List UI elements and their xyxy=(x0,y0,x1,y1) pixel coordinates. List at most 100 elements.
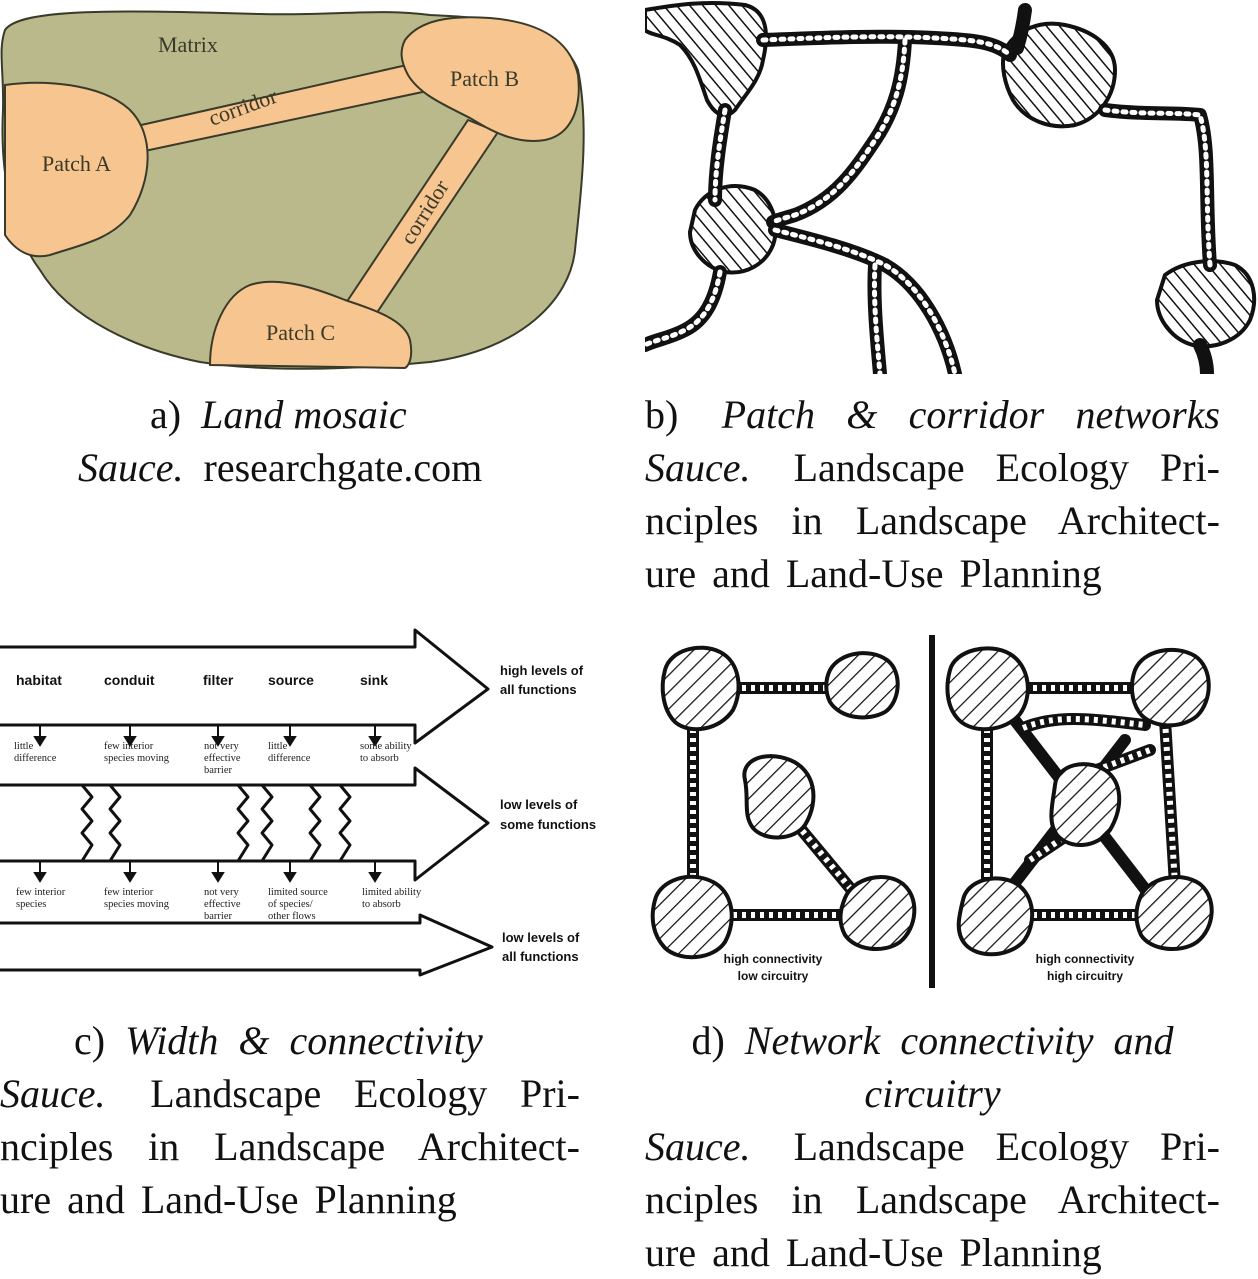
note-top-5b: to absorb xyxy=(360,753,399,764)
caption-d-title-line-2: circuitry xyxy=(864,1071,1001,1116)
caption-b-source-line-1: Sauce. Landscape Ecology Pri- xyxy=(645,441,1220,494)
note-bottom-1b: species xyxy=(16,899,46,910)
down-arrows-bottom xyxy=(33,861,382,883)
right-network-label-2: high circuitry xyxy=(1047,969,1123,983)
note-bottom-3a: not very xyxy=(204,887,239,898)
note-top-5a: some ability xyxy=(360,741,412,752)
function-conduit: conduit xyxy=(104,672,155,688)
row1-label-2: all functions xyxy=(500,682,577,697)
left-patch-center xyxy=(742,754,816,840)
caption-c-title: Width & connectivity xyxy=(125,1018,483,1063)
caption-b-letter: b) xyxy=(645,392,679,437)
network-patch-4 xyxy=(1155,259,1257,349)
row2-gap-6 xyxy=(338,784,352,862)
caption-b-title-line: b) Patch & corridor networks xyxy=(645,388,1220,441)
row2-gap-4 xyxy=(260,784,274,862)
patch-b-label: Patch B xyxy=(450,66,519,91)
caption-d-source-line-1: Sauce. Landscape Ecology Pri- xyxy=(645,1120,1220,1173)
patch-b xyxy=(400,16,580,142)
caption-d-source-1: Landscape Ecology Pri- xyxy=(793,1124,1220,1169)
note-top-3b: effective xyxy=(204,753,241,764)
row2-gap-3 xyxy=(236,784,250,862)
note-top-1b: difference xyxy=(14,753,57,764)
caption-b: b) Patch & corridor networks Sauce. Land… xyxy=(645,388,1220,600)
row2-gap-5 xyxy=(308,784,322,862)
panel-a-land-mosaic: Matrix Patch B Patch A Patch C corridor … xyxy=(0,0,600,380)
note-top-3c: barrier xyxy=(204,765,232,776)
right-patch-center xyxy=(1049,762,1122,848)
land-mosaic-map: Matrix Patch B Patch A Patch C corridor … xyxy=(0,10,585,370)
caption-d-source-line-2: nciples in Landscape Architect- xyxy=(645,1177,1220,1222)
down-arrows-top xyxy=(33,725,382,747)
note-bottom-4a: limited source xyxy=(268,887,328,898)
row2-label-1: low levels of xyxy=(500,797,578,812)
function-sink: sink xyxy=(360,672,388,688)
caption-a-letter: a) xyxy=(150,392,182,437)
caption-d: d) Network connectivity and circuitry Sa… xyxy=(645,1014,1220,1279)
caption-d-title-line-1: d) Network connectivity and xyxy=(645,1014,1220,1067)
note-bottom-3b: effective xyxy=(204,899,241,910)
caption-a: a) Land mosaic Sauce. researchgate.com xyxy=(0,388,600,494)
network-patch-1 xyxy=(645,0,768,118)
left-patch-bottom-left xyxy=(650,874,734,960)
note-bottom-1a: few interior xyxy=(16,887,66,898)
caption-c-source-line-1: Sauce. Landscape Ecology Pri- xyxy=(0,1067,580,1120)
caption-d-source-line-3: ure and Land-Use Planning xyxy=(645,1230,1102,1275)
patch-a xyxy=(4,81,149,258)
caption-c-source-label: Sauce. xyxy=(0,1071,106,1116)
network-patch-2 xyxy=(1001,21,1117,129)
note-top-1a: little xyxy=(14,741,34,752)
network-corridor-9 xyxy=(1010,3,1032,55)
right-patch-top-left xyxy=(945,646,1030,732)
row3-label-1: low levels of xyxy=(502,930,580,945)
left-network-label-1: high connectivity xyxy=(724,952,823,966)
row3-label-2: all functions xyxy=(502,949,579,964)
caption-b-source-label: Sauce. xyxy=(645,445,751,490)
network-corridor-4 xyxy=(1098,103,1217,272)
caption-c: c) Width & connectivity Sauce. Landscape… xyxy=(0,1014,580,1226)
caption-b-source-1: Landscape Ecology Pri- xyxy=(793,445,1220,490)
caption-d-letter: d) xyxy=(691,1018,725,1063)
note-bottom-4b: of species/ xyxy=(268,899,313,910)
caption-a-source-line: Sauce. researchgate.com xyxy=(0,441,600,494)
patch-corridor-network-drawing xyxy=(645,0,1257,374)
note-bottom-4c: other flows xyxy=(268,911,316,922)
panel-b-network xyxy=(645,0,1258,374)
caption-a-source: researchgate.com xyxy=(203,445,483,490)
caption-b-source-line-2: nciples in Landscape Architect- xyxy=(645,498,1220,543)
caption-d-title-1: Network connectivity and xyxy=(744,1018,1174,1063)
patch-a-label: Patch A xyxy=(42,151,111,176)
network-corridor-2 xyxy=(766,33,912,229)
network-corridor-5 xyxy=(768,223,962,374)
left-patch-top-left xyxy=(660,645,741,732)
row2-gap-2 xyxy=(108,784,122,862)
note-bottom-2a: few interior xyxy=(104,887,154,898)
note-bottom-5b: to absorb xyxy=(362,899,401,910)
left-patch-top-right xyxy=(824,651,900,720)
right-patch-bottom-right xyxy=(1134,874,1214,951)
left-patch-bottom-right xyxy=(838,874,917,951)
matrix-label: Matrix xyxy=(158,32,218,57)
caption-b-title: Patch & corridor networks xyxy=(721,392,1220,437)
right-patch-top-right xyxy=(1129,647,1211,728)
note-top-2b: species moving xyxy=(104,753,170,764)
caption-c-letter: c) xyxy=(74,1018,106,1063)
caption-a-title: Land mosaic xyxy=(201,392,407,437)
caption-a-title-line: a) Land mosaic xyxy=(0,388,600,441)
note-bottom-3c: barrier xyxy=(204,911,232,922)
caption-c-title-line: c) Width & connectivity xyxy=(0,1014,580,1067)
right-network-label-1: high connectivity xyxy=(1036,952,1135,966)
note-top-4b: difference xyxy=(268,753,311,764)
patch-c xyxy=(208,280,413,370)
row2-gap-1 xyxy=(80,784,94,862)
caption-b-source-line-3: ure and Land-Use Planning xyxy=(645,551,1102,596)
note-top-3a: not very xyxy=(204,741,239,752)
caption-c-source-line-2: nciples in Landscape Architect- xyxy=(0,1124,580,1169)
row1-arrow xyxy=(0,628,490,745)
right-patch-bottom-left xyxy=(956,876,1035,957)
note-top-4a: little xyxy=(268,741,288,752)
caption-a-source-label: Sauce. xyxy=(78,445,184,490)
note-top-2a: few interior xyxy=(104,741,154,752)
caption-c-source-line-3: ure and Land-Use Planning xyxy=(0,1177,457,1222)
note-bottom-2b: species moving xyxy=(104,899,170,910)
